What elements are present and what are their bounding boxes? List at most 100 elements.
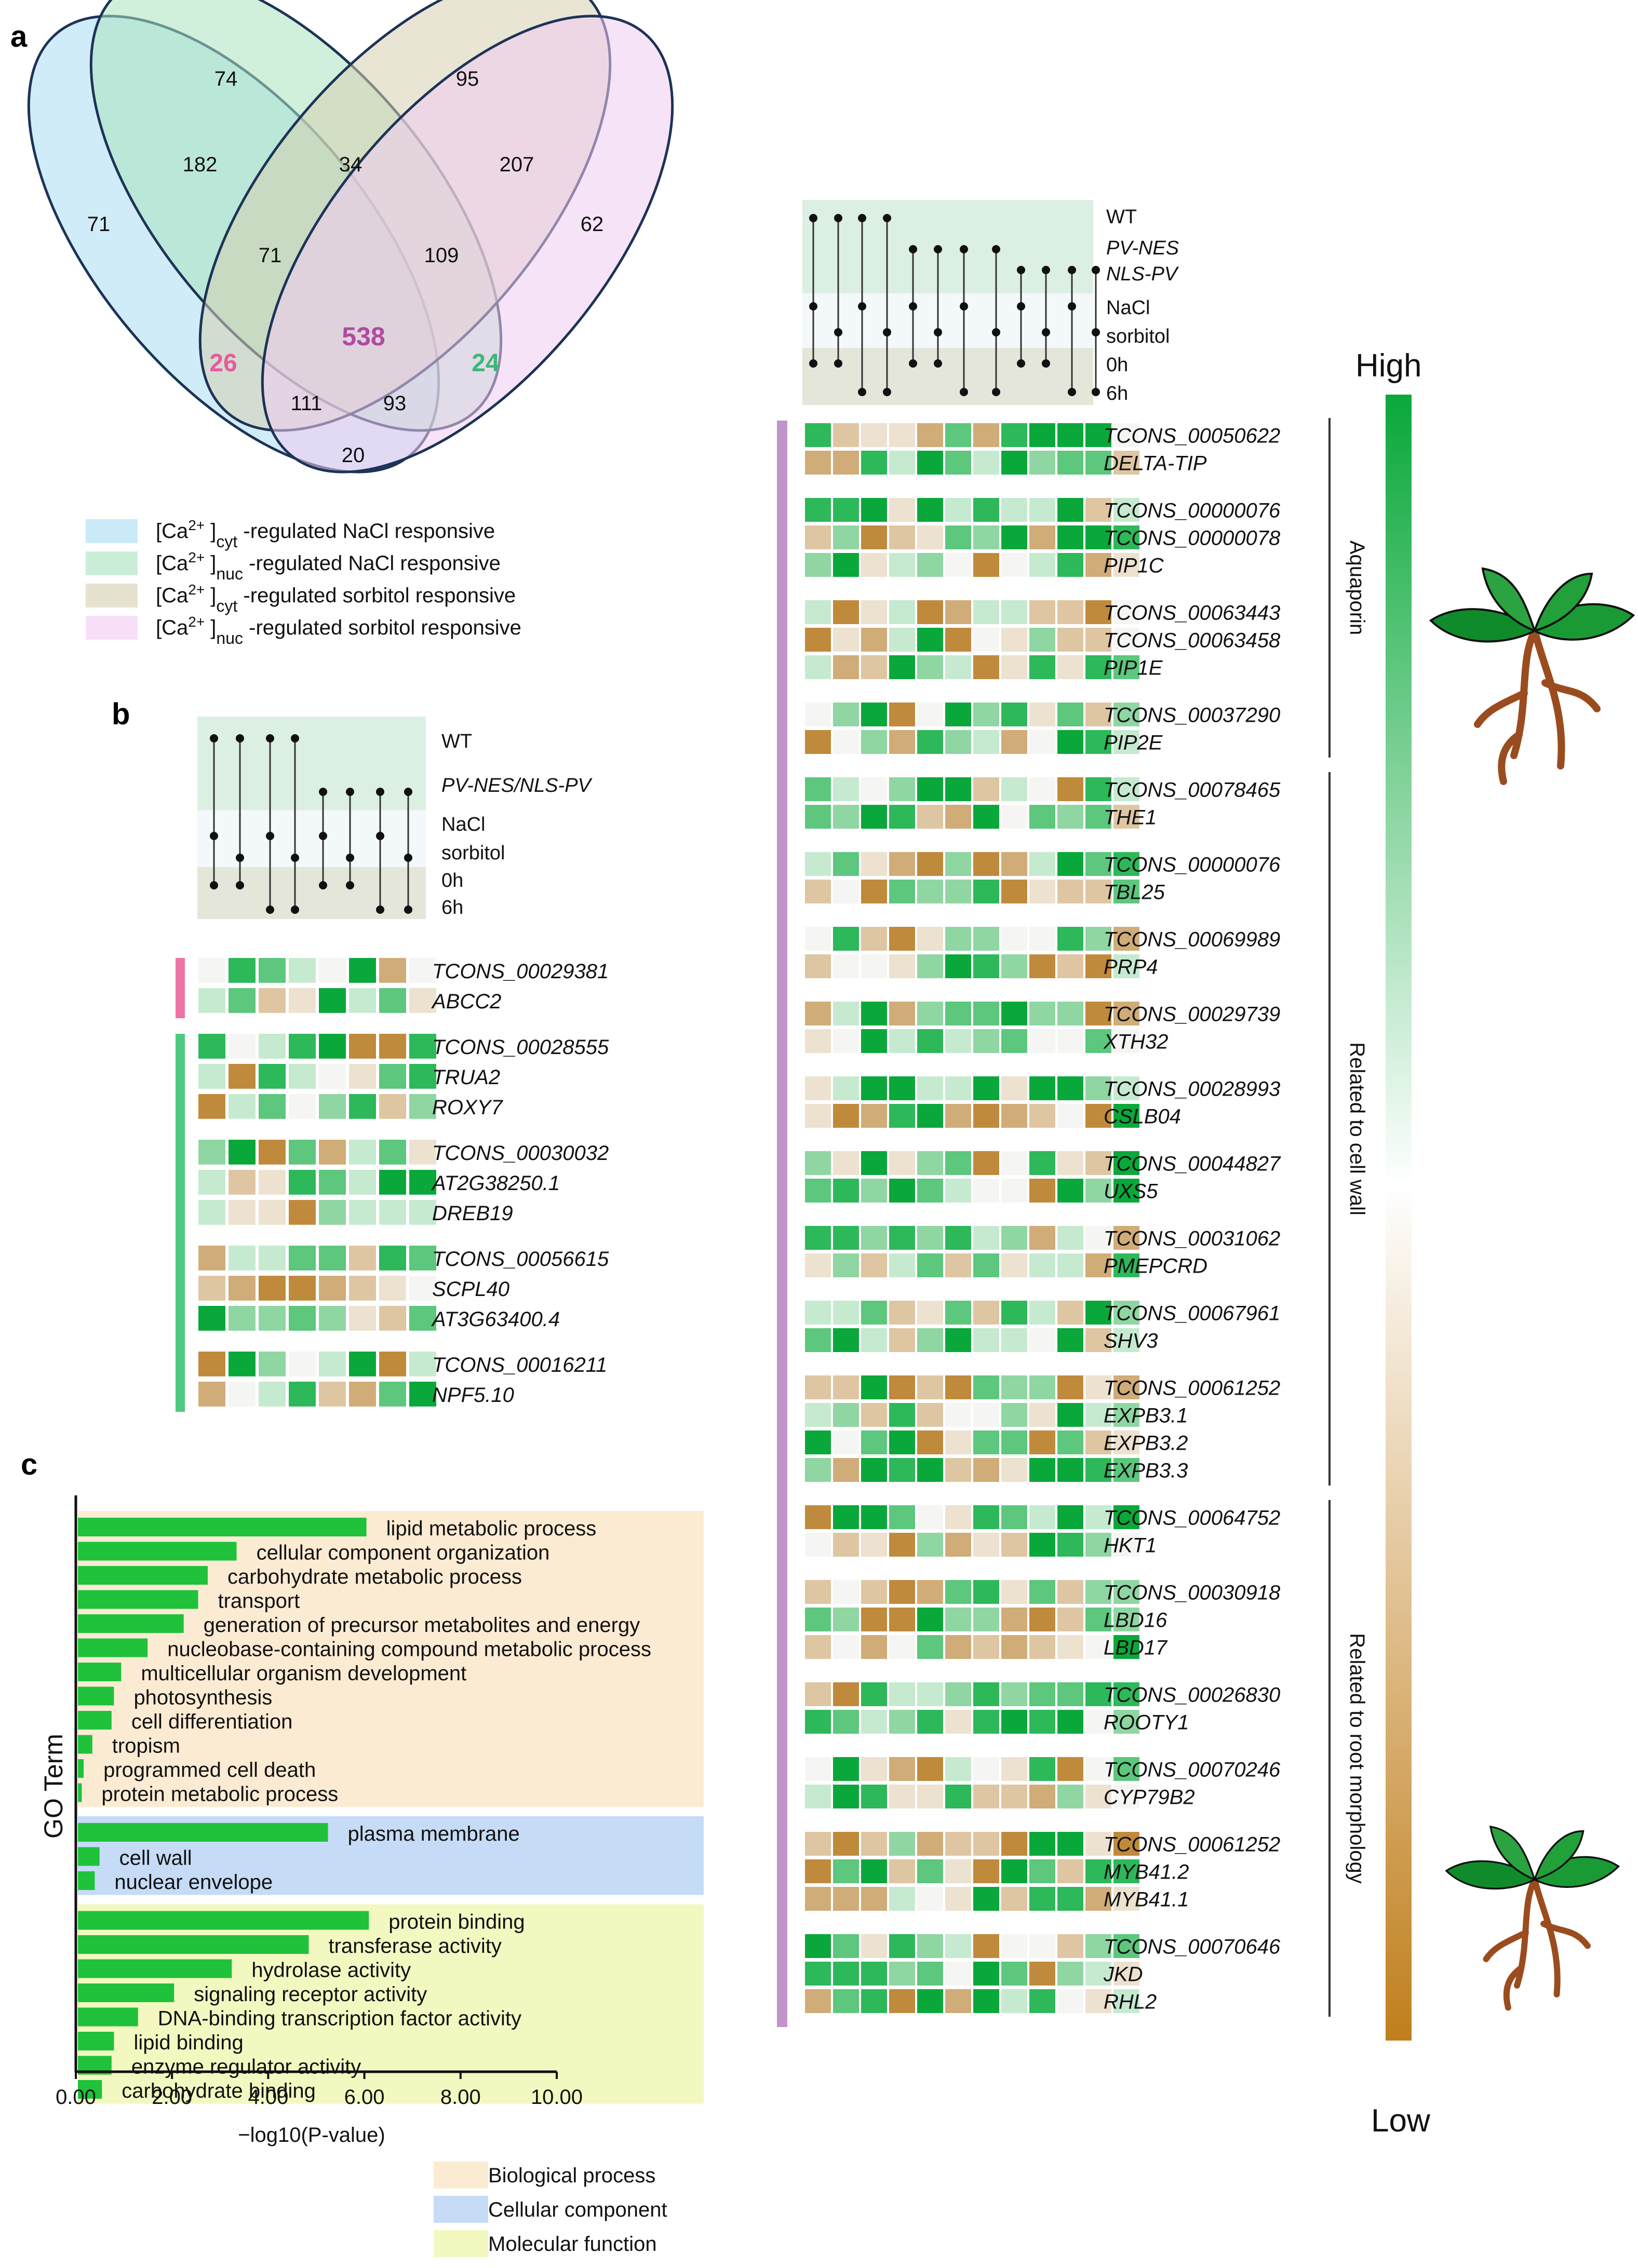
heatmap-cell	[973, 1859, 999, 1883]
heatmap-cell	[1113, 1934, 1139, 1958]
heatmap-cell	[198, 1170, 225, 1195]
heatmap-cell	[1085, 1580, 1111, 1604]
go-bar	[78, 2080, 102, 2099]
gene-label: HKT1	[1104, 1534, 1157, 1557]
heatmap-cell	[973, 1505, 999, 1529]
heatmap-cell	[861, 1505, 887, 1529]
go-legend-swatch	[434, 2196, 488, 2223]
heatmap-cell	[1001, 1151, 1027, 1175]
go-term-label: transferase activity	[328, 1935, 501, 1958]
venn-count: 62	[581, 213, 604, 236]
gene-label: PIP1E	[1104, 657, 1163, 680]
heatmap-cell	[259, 958, 286, 983]
heatmap-cell	[1085, 498, 1111, 522]
heatmap-cell	[805, 1533, 831, 1557]
heatmap-cell	[1029, 1430, 1055, 1454]
heatmap-cell	[917, 1076, 943, 1100]
heatmap-cell	[889, 1832, 915, 1856]
heatmap-cell	[198, 1352, 225, 1376]
heatmap-cell	[198, 1064, 225, 1089]
matrix-dot	[319, 788, 327, 796]
heatmap-cell	[1029, 1710, 1055, 1734]
go-bar	[78, 1614, 184, 1633]
go-bar	[78, 1518, 367, 1536]
heatmap-cell	[1113, 954, 1139, 978]
heatmap-cell	[1085, 600, 1111, 624]
gene-label: LBD16	[1104, 1609, 1167, 1632]
heatmap-cell	[1057, 1934, 1083, 1958]
heatmap-cell	[805, 703, 831, 726]
heatmap-cell	[1113, 1076, 1139, 1100]
go-legend-label: Molecular function	[488, 2233, 657, 2256]
heatmap-cell	[861, 600, 887, 624]
heatmap-cell	[1057, 880, 1083, 903]
heatmap-cell	[1113, 730, 1139, 754]
heatmap-cell	[1085, 451, 1111, 475]
matrix-dot	[236, 881, 244, 889]
heatmap-cell	[1113, 1785, 1139, 1808]
heatmap-cell	[861, 1029, 887, 1053]
heatmap-cell	[259, 1246, 286, 1271]
heatmap-cell	[1001, 628, 1027, 652]
venn-count-highlight: 26	[209, 349, 237, 377]
heatmap-cell	[805, 1682, 831, 1706]
heatmap-cell	[805, 1253, 831, 1277]
heatmap-cell	[1113, 498, 1139, 522]
matrix-dot	[1017, 359, 1025, 368]
heatmap-cell	[833, 1076, 859, 1100]
heatmap-cell	[409, 1200, 436, 1225]
root-path	[1483, 1877, 1591, 2011]
heatmap-cell	[805, 1226, 831, 1250]
heatmap-cell	[289, 1200, 316, 1225]
matrix-band	[197, 717, 426, 810]
matrix-dot	[883, 328, 891, 336]
heatmap-cell	[1085, 1403, 1111, 1427]
heatmap-cell	[945, 954, 971, 978]
heatmap-cell	[1113, 777, 1139, 801]
heatmap-cell	[889, 1608, 915, 1631]
heatmap-cell	[833, 1226, 859, 1250]
heatmap-cell	[945, 498, 971, 522]
gene-label: TCONS_00000076	[1104, 854, 1281, 876]
gene-label: TCONS_00069989	[1104, 928, 1280, 951]
heatmap-cell	[833, 1887, 859, 1911]
heatmap-cell	[861, 1002, 887, 1025]
heatmap-cell	[889, 423, 915, 447]
heatmap-cell	[833, 1859, 859, 1883]
heatmap-cell	[917, 1430, 943, 1454]
heatmap-cell	[889, 1375, 915, 1399]
gene-label: TCONS_00070646	[1104, 1936, 1281, 1959]
heatmap-cell	[1085, 1226, 1111, 1250]
heatmap-cell	[945, 1253, 971, 1277]
heatmap-cell	[259, 1200, 286, 1225]
heatmap-cell	[973, 1104, 999, 1128]
heatmap-cell	[973, 805, 999, 829]
heatmap-cell	[945, 852, 971, 876]
panel-b-heatmap: WTPV-NES/NLS-PVNaClsorbitol0h6hTCONS_000…	[176, 717, 609, 1412]
gene-label: PIP2E	[1104, 732, 1163, 754]
heatmap-cell	[889, 1887, 915, 1911]
matrix-dot	[1017, 302, 1025, 310]
gene-label: THE1	[1104, 806, 1157, 829]
heatmap-cell	[1113, 1989, 1139, 2013]
gene-label: TCONS_00063458	[1104, 629, 1281, 652]
heatmap-cell	[319, 1200, 346, 1225]
heatmap-cell	[889, 1505, 915, 1529]
go-term-label: signaling receptor activity	[194, 1983, 427, 2006]
gene-label: AT2G38250.1	[431, 1172, 560, 1195]
heatmap-cell	[945, 423, 971, 447]
heatmap-cell	[889, 1989, 915, 2013]
legend-swatch	[86, 551, 138, 575]
heatmap-cell	[1085, 1710, 1111, 1734]
heatmap-cell	[319, 1170, 346, 1195]
heatmap-cell	[1085, 1989, 1111, 2013]
venn-count: 34	[339, 153, 362, 176]
go-bar	[78, 1759, 84, 1778]
heatmap-cell	[861, 525, 887, 549]
heatmap-cell	[1057, 1328, 1083, 1352]
heatmap-cell	[861, 805, 887, 829]
go-bar	[78, 1590, 198, 1609]
matrix-dot	[1068, 266, 1076, 274]
heatmap-cell	[1001, 1226, 1027, 1250]
heatmap-cell	[833, 703, 859, 726]
